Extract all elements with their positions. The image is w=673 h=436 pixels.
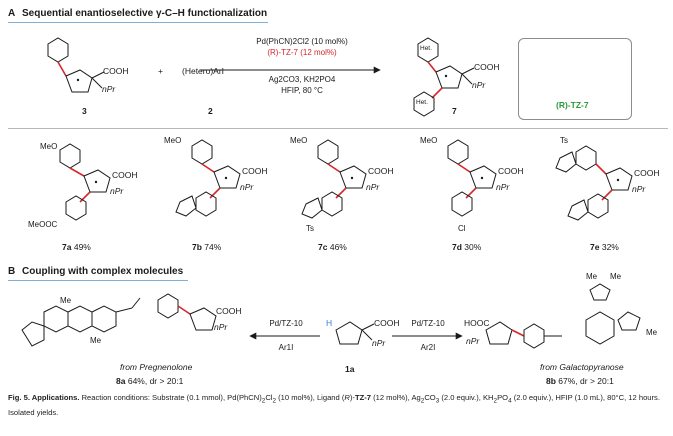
meooc-7a: MeOOC [28,220,58,229]
figure-caption: Fig. 5. Applications. Reaction condition… [8,393,660,417]
section-a-rule [8,22,268,23]
product-7c-structure [301,139,367,219]
cl-7d: Cl [458,224,466,233]
hooc-8b: HOOC [464,318,490,328]
product-het-1: Het. [420,45,432,52]
npr-7a: nPr [110,186,124,196]
product-npr: nPr [472,80,486,90]
cooh-7c: COOH [368,166,394,176]
yield-7e: 7e 32% [590,242,619,252]
cooh-1a: COOH [374,318,400,328]
reagent-label: 2 [208,106,213,116]
npr-7e: nPr [632,184,646,194]
product-8b-structure [485,283,641,349]
substrate-cooh: COOH [103,66,129,76]
product-label: 7 [452,106,457,116]
label-1a: 1a [345,364,355,374]
reagent-name: (Hetero)ArI [182,66,225,76]
ligand-label: (R)-TZ-7 [556,100,589,110]
cooh-8a: COOH [216,306,242,316]
substrate-3-structure [47,37,105,93]
me-8b-3: Me [646,328,658,337]
ts-7c: Ts [306,224,314,233]
product-het-2: Het. [416,99,428,106]
meo-7a: MeO [40,142,58,151]
ts-7e: Ts [560,136,568,145]
plus-sign: + [158,66,163,76]
product-8a-structure [21,293,217,347]
meo-7c: MeO [290,136,308,145]
product-7b-structure [175,139,241,217]
yield-7b: 7b 74% [192,242,222,252]
meo-7d: MeO [420,136,438,145]
cooh-7d: COOH [498,166,524,176]
npr-8b: nPr [466,336,480,346]
result-8b: 8b 67%, dr > 20:1 [546,376,614,386]
substrate-label: 3 [82,106,87,116]
h-1a: H [326,318,333,328]
conditions-b-right-below: Ar2I [420,343,436,352]
npr-1a: nPr [372,338,386,348]
section-a-divider [8,128,668,129]
conditions-a-below: Ag2CO3, KH2PO4 HFIP, 80 °C [268,75,336,95]
meo-7b: MeO [164,136,182,145]
product-7e-structure [555,145,633,221]
product-7-structure [413,37,475,117]
cooh-7e: COOH [634,168,660,178]
result-8a: 8a 64%, dr > 20:1 [116,376,184,386]
me-8a-1: Me [60,296,72,305]
ligand-box [518,38,632,120]
npr-8a: nPr [214,322,228,332]
product-7a-structure [59,143,111,221]
npr-7d: nPr [496,182,510,192]
source-8a: from Pregnenolone [120,362,193,372]
me-8b-2: Me [610,272,622,281]
section-a-title: A Sequential enantioselective γ-C–H func… [8,8,268,19]
npr-7b: nPr [240,182,254,192]
yield-7d: 7d 30% [452,242,482,252]
substrate-npr: nPr [102,84,116,94]
cooh-7b: COOH [242,166,268,176]
conditions-b-left-below: Ar1I [278,343,294,352]
me-8b-1: Me [586,272,598,281]
me-8a-2: Me [90,336,102,345]
yield-7c: 7c 46% [318,242,347,252]
product-7d-structure [447,139,497,217]
product-cooh: COOH [474,62,500,72]
cooh-7a: COOH [112,170,138,180]
compound-1a-structure [335,321,375,345]
conditions-b-right: Pd/TZ-10 [411,319,445,328]
section-b-rule [8,280,188,281]
section-b-title: B Coupling with complex molecules [8,266,184,277]
conditions-b-left: Pd/TZ-10 [269,319,303,328]
npr-7c: nPr [366,182,380,192]
source-8b: from Galactopyranose [540,362,624,372]
conditions-a: Pd(PhCN)2Cl2 (10 mol%) (R)-TZ-7 (12 mol%… [256,37,348,57]
yield-7a: 7a 49% [62,242,91,252]
